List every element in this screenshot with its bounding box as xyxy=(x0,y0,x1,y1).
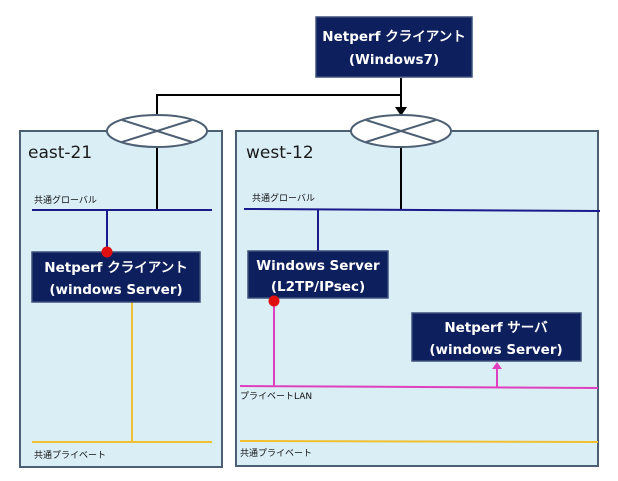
gateway-line1: Windows Server xyxy=(256,258,380,274)
top-node-line2: (Windows7) xyxy=(349,52,439,68)
server-line2: (windows Server) xyxy=(429,342,562,358)
gateway-line2: (L2TP/IPsec) xyxy=(271,279,365,295)
server-line1: Netperf サーバ xyxy=(444,320,548,336)
zone-title-east: east-21 xyxy=(28,143,92,163)
router-icon xyxy=(106,114,208,148)
global-network-line xyxy=(243,208,601,212)
private-network-label: 共通プライベート xyxy=(240,448,312,459)
netperf-client-windows7 xyxy=(315,16,473,78)
endpoint-dot xyxy=(268,295,280,307)
private-lan-label: プライベートLAN xyxy=(240,391,312,402)
zone-title-west: west-12 xyxy=(246,143,314,163)
global-network-label: 共通グローバル xyxy=(34,194,97,206)
private-network-label: 共通プライベート xyxy=(34,450,106,461)
east-node-line2: (windows Server) xyxy=(49,282,182,298)
netperf-server xyxy=(411,312,582,362)
arrow-down-icon xyxy=(395,107,407,116)
private-lan-line xyxy=(239,385,599,389)
top-node-line1: Netperf クライアント xyxy=(322,29,465,45)
wan-link xyxy=(156,94,401,117)
global-network-label: 共通グローバル xyxy=(252,192,315,204)
east-node-line1: Netperf クライアント xyxy=(44,260,187,276)
netperf-client-windows-server xyxy=(31,251,201,303)
private-network-line xyxy=(239,440,599,443)
arrow-up-icon xyxy=(492,362,502,369)
windows-server-l2tp-gateway xyxy=(247,250,389,299)
endpoint-dot xyxy=(101,246,113,258)
router-icon xyxy=(350,114,452,148)
